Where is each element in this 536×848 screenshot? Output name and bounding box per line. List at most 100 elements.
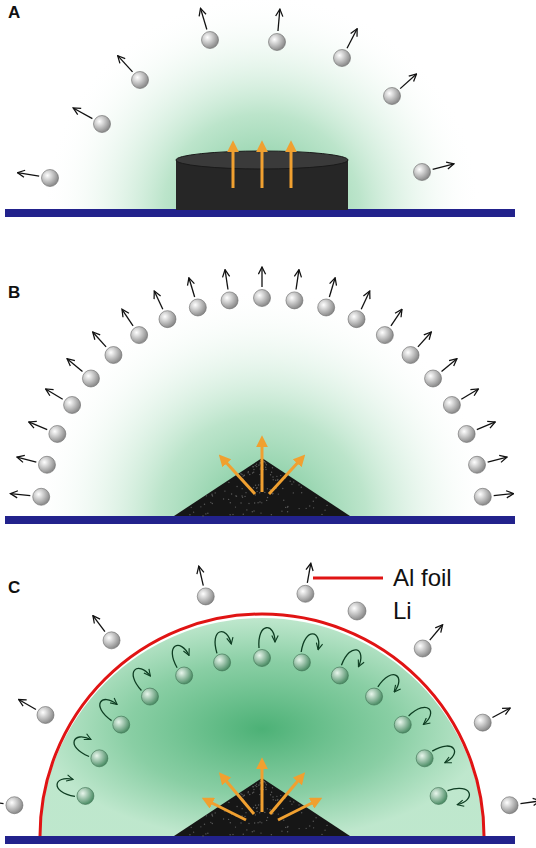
motion-arrow	[307, 563, 310, 583]
li-atom	[416, 750, 433, 767]
li-atom	[197, 588, 214, 605]
panel-label: C	[8, 578, 20, 598]
powder-grain	[289, 801, 290, 802]
li-atom	[221, 292, 238, 309]
powder-grain	[244, 496, 245, 497]
powder-grain	[223, 818, 224, 819]
li-atom	[297, 585, 314, 602]
powder-grain	[248, 503, 249, 504]
powder-grain	[252, 831, 253, 832]
powder-grain	[324, 509, 325, 510]
powder-grain	[205, 833, 206, 834]
powder-grain	[246, 509, 247, 510]
li-atom	[254, 650, 271, 667]
motion-arrow	[67, 359, 82, 372]
motion-arrow	[46, 389, 63, 399]
powder-grain	[248, 823, 249, 824]
powder-grain	[276, 796, 277, 797]
powder-grain	[210, 822, 211, 823]
powder-grain	[236, 806, 237, 807]
powder-grain	[215, 812, 216, 813]
motion-arrow	[225, 270, 228, 290]
powder-grain	[252, 792, 253, 793]
powder-grain	[228, 819, 229, 820]
powder-grain	[265, 462, 266, 463]
powder-grain	[275, 480, 276, 481]
powder-grain	[309, 825, 310, 826]
powder-grain	[272, 476, 273, 477]
powder-grain	[235, 495, 236, 496]
powder-grain	[272, 493, 273, 494]
powder-grain	[202, 835, 203, 836]
powder-grain	[235, 826, 236, 827]
powder-grain	[264, 781, 265, 782]
powder-grain	[212, 495, 213, 496]
motion-arrow	[17, 173, 39, 177]
rebound-arrow	[133, 668, 150, 690]
li-atom	[103, 632, 120, 649]
li-atom	[286, 292, 303, 309]
powder-grain	[309, 505, 310, 506]
powder-grain	[313, 820, 314, 821]
li-atom	[425, 370, 442, 387]
powder-grain	[271, 834, 272, 835]
evaporation-arrow	[261, 145, 264, 188]
rebound-arrow	[215, 632, 231, 654]
motion-arrow	[418, 332, 431, 347]
li-atom	[414, 640, 431, 657]
powder-grain	[277, 479, 278, 480]
powder-grain	[259, 821, 260, 822]
li-atom	[414, 164, 431, 181]
powder-grain	[253, 469, 254, 470]
powder-grain	[259, 783, 260, 784]
aluminum-foil-dome	[40, 614, 484, 836]
powder-grain	[228, 499, 229, 500]
powder-grain	[259, 501, 260, 502]
motion-arrow	[19, 700, 36, 710]
powder-grain	[287, 831, 288, 832]
powder-grain	[243, 795, 244, 796]
legend-text: Li	[393, 597, 412, 625]
li-atom	[366, 688, 383, 705]
powder-grain	[272, 493, 273, 494]
motion-arrow	[201, 8, 207, 29]
powder-grain	[252, 466, 253, 467]
li-atom	[474, 488, 491, 505]
li-atom	[113, 716, 130, 733]
powder-grain	[200, 826, 201, 827]
trapped-vapor-area	[40, 618, 484, 840]
powder-grain	[256, 463, 257, 464]
powder-grain	[243, 514, 244, 515]
powder-grain	[313, 507, 314, 508]
motion-arrow	[118, 56, 133, 72]
powder-grain	[326, 505, 327, 506]
powder-grain	[255, 814, 256, 815]
panel-label: A	[8, 3, 20, 23]
powder-grain	[272, 796, 273, 797]
powder-grain	[271, 514, 272, 515]
motion-arrow	[93, 332, 106, 347]
powder-grain	[212, 503, 213, 504]
motion-arrow	[278, 9, 280, 31]
powder-grain	[267, 808, 268, 809]
powder-grain	[256, 466, 257, 467]
powder-grain	[270, 474, 271, 475]
powder-grain	[298, 828, 299, 829]
powder-grain	[253, 487, 254, 488]
substrate-base	[5, 209, 515, 217]
powder-grain	[243, 834, 244, 835]
powder-grain	[255, 494, 256, 495]
motion-arrow	[492, 708, 510, 717]
evaporation-arrow	[261, 762, 264, 812]
motion-arrow	[122, 309, 133, 326]
powder-grain	[257, 822, 258, 823]
rebound-arrow	[172, 645, 189, 667]
powder-grain	[287, 506, 288, 507]
substrate-base	[5, 836, 515, 844]
powder-grain	[259, 794, 260, 795]
powder-grain	[283, 820, 284, 821]
evaporation-arrow	[222, 776, 254, 814]
powder-grain	[287, 511, 288, 512]
